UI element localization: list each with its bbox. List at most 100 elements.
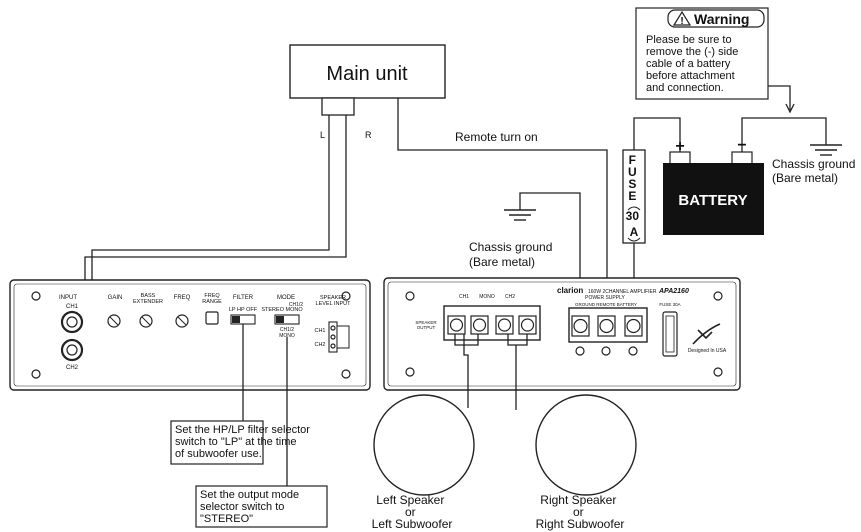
swoosh-logo-icon	[692, 323, 721, 345]
power-supply-label: POWER SUPPLY	[585, 295, 625, 301]
battery-body	[663, 163, 764, 235]
ground-wire-center	[519, 192, 581, 316]
gain-label: GAIN	[108, 295, 123, 301]
mode-switch-knob	[276, 316, 284, 323]
out-mono-label: MONO	[479, 294, 495, 300]
left-speaker-label: Left Speaker or Left Subwoofer	[372, 493, 453, 531]
fuse-text: F U S E 30 A	[626, 153, 643, 239]
filter-options: LP HP OFF	[229, 307, 258, 313]
right-speaker	[535, 394, 637, 496]
left-speaker-wire-bridge	[454, 334, 479, 346]
mode-right-option: CH1/2	[289, 302, 303, 308]
warning-text: Please be sure to remove the (-) side ca…	[646, 34, 741, 94]
screw-icon	[31, 369, 41, 379]
battery-negative-wire	[741, 117, 827, 155]
inline-fuse: F U S E 30 A	[622, 149, 646, 244]
screw-icon	[713, 291, 723, 301]
main-unit: Main unit L R	[289, 44, 446, 140]
bass-extender-label-2: EXTENDER	[133, 299, 163, 305]
model-text: 160W 2CHANNEL AMPLIFIER	[588, 289, 657, 295]
main-unit-rca-block	[321, 97, 355, 116]
main-unit-label: Main unit	[326, 63, 408, 85]
brand-logo: clarion	[557, 286, 583, 295]
battery-positive-wire	[633, 117, 681, 155]
battery-plus: +	[675, 138, 684, 155]
warning-arrow	[768, 85, 791, 110]
note-mode-text: Set the output mode selector switch to "…	[200, 489, 302, 525]
input-label: INPUT	[59, 295, 77, 301]
main-unit-left-label: L	[320, 130, 325, 140]
note-mode: Set the output mode selector switch to "…	[195, 485, 328, 528]
note-filter: Set the HP/LP filter selector switch to …	[170, 420, 310, 465]
screw-icon	[405, 291, 415, 301]
power-terminal-remote[interactable]	[599, 318, 614, 334]
speaker-terminal-ch1-minus[interactable]	[449, 318, 464, 332]
freq-range-label-2: RANGE	[202, 299, 222, 305]
screw-icon	[341, 369, 351, 379]
warning-exclaim: !	[680, 16, 683, 27]
remote-turn-on-label: Remote turn on	[455, 130, 538, 144]
screw-icon	[31, 291, 41, 301]
warning-box: ! Warning Please be sure to remove the (…	[635, 7, 795, 114]
out-ch2-label: CH2	[505, 294, 515, 300]
power-terminal-ground[interactable]	[573, 318, 588, 334]
amp-output-panel: clarion 160W 2CHANNEL AMPLIFIER APA2160 …	[383, 277, 741, 391]
speaker-level-ch2: CH2	[314, 342, 325, 348]
speaker-output-label-2: OUTPUT	[417, 325, 436, 330]
freq-label: FREQ	[174, 295, 191, 301]
warning-title: Warning	[694, 11, 749, 27]
ground-symbol-right	[810, 144, 842, 156]
warning-line-2: remove the (-) side	[646, 46, 738, 58]
bass-extender-label-1: BASS	[141, 293, 156, 299]
power-terminal-battery[interactable]	[626, 318, 641, 334]
ground-symbol-center	[504, 209, 536, 221]
main-unit-box	[289, 44, 446, 99]
speaker-level-label-1: SPEAKER	[320, 295, 346, 301]
input-ch2-label: CH2	[66, 365, 79, 371]
speaker-level-ch1: CH1	[314, 328, 325, 334]
chassis-ground-center-1: Chassis ground	[469, 240, 552, 254]
warning-line-4: before attachment	[646, 70, 735, 82]
warning-line-3: cable of a battery	[646, 58, 731, 70]
note-mode-box	[195, 485, 328, 528]
fuse-30a-label: FUSE 30A	[659, 302, 680, 307]
freq-range-button[interactable]	[205, 311, 219, 325]
note-filter-box	[170, 420, 264, 465]
chassis-ground-center-2: (Bare metal)	[469, 255, 535, 269]
right-speaker-label: Right Speaker or Right Subwoofer	[536, 493, 625, 531]
remote-wire	[397, 98, 608, 316]
speaker-terminal-ch2-minus[interactable]	[497, 318, 512, 332]
warning-arrow-head	[785, 103, 795, 114]
warning-title-pill	[667, 9, 765, 28]
input-ch1-label: CH1	[66, 304, 79, 310]
warning-line-5: and connection.	[646, 82, 724, 94]
mode-switch[interactable]	[274, 314, 300, 325]
speaker-output-label-1: SPEAKER	[415, 320, 437, 325]
left-speaker	[373, 394, 475, 496]
chassis-ground-right-2: (Bare metal)	[772, 171, 838, 185]
battery-minus: −	[737, 137, 746, 154]
speaker-terminal-ch2-plus[interactable]	[520, 318, 535, 332]
amp-input-panel: INPUT CH1 CH2 GAIN BASS EXTENDER FREQ FR…	[9, 279, 371, 391]
warning-triangle-icon	[672, 10, 692, 26]
mode-bottom-1: CH1/2	[280, 327, 294, 333]
filter-label: FILTER	[233, 295, 254, 301]
chassis-ground-right-1: Chassis ground	[772, 157, 855, 171]
model-number: APA2160	[658, 288, 689, 295]
mode-label: MODE	[277, 295, 295, 301]
speaker-terminal-ch1-plus[interactable]	[472, 318, 487, 332]
screw-icon	[405, 367, 415, 377]
mode-bottom-2: MONO	[279, 333, 295, 339]
out-ch1-label: CH1	[459, 294, 469, 300]
mode-top-options: STEREO MONO	[261, 307, 303, 313]
screw-icon	[713, 367, 723, 377]
screw-icon	[341, 291, 351, 301]
freq-range-label-1: FREQ	[204, 293, 220, 299]
right-speaker-wire-bridge	[507, 334, 528, 346]
designed-in-usa: Designed In USA	[688, 348, 727, 354]
input-panel-frame	[9, 279, 371, 391]
power-supply-terminal-labels: GROUND REMOTE BATTERY	[575, 302, 637, 307]
warning-line-1: Please be sure to	[646, 34, 732, 46]
filter-switch-knob	[232, 316, 240, 323]
